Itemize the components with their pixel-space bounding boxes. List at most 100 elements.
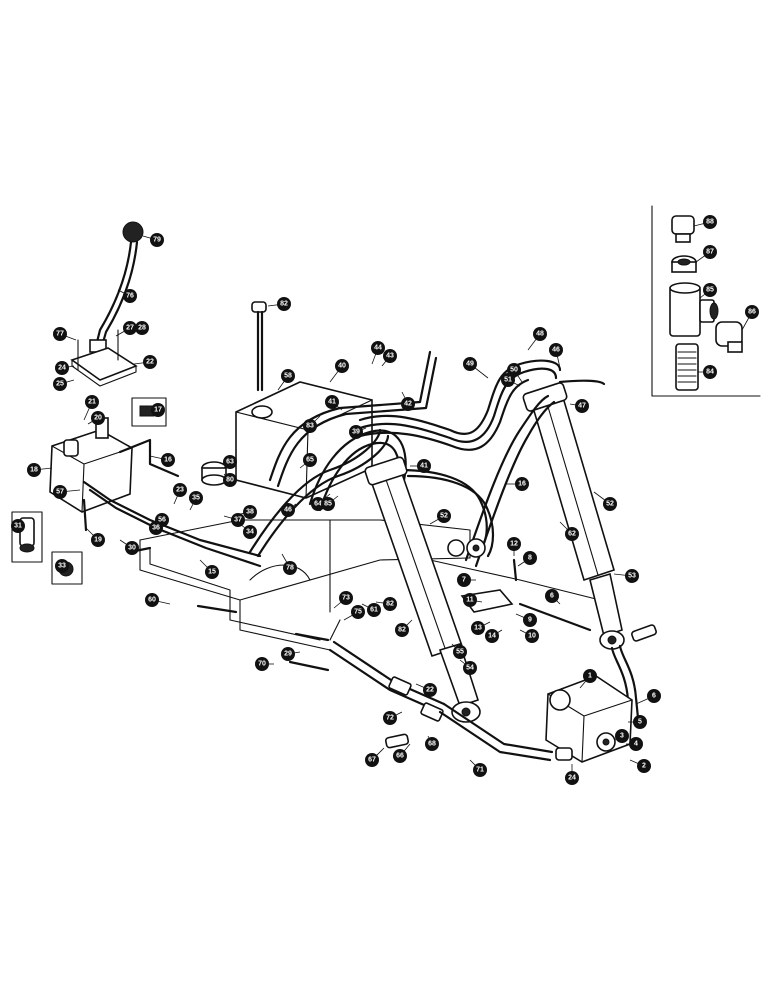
- part-number-label: 53: [628, 573, 636, 580]
- callout-marker: [383, 711, 397, 725]
- part-number-label: 44: [374, 345, 382, 352]
- callout-marker: [281, 369, 295, 383]
- part-number-label: 62: [568, 531, 576, 538]
- callout-marker: [603, 497, 617, 511]
- callout-marker: [53, 327, 67, 341]
- part-number-label: 42: [404, 401, 412, 408]
- callout-c84: 84: [703, 365, 717, 379]
- callout-marker: [277, 297, 291, 311]
- part-number-label: 1: [588, 673, 592, 680]
- part-number-label: 6: [550, 593, 554, 600]
- callout-marker: [383, 597, 397, 611]
- callout-marker: [351, 605, 365, 619]
- callout-c73: 73: [339, 591, 353, 605]
- callout-marker: [745, 305, 759, 319]
- callout-c52a: 52: [603, 497, 617, 511]
- callout-c8: 8: [523, 551, 537, 565]
- callout-c34: 34: [243, 525, 257, 539]
- callout-c9: 9: [523, 613, 537, 627]
- callout-marker: [151, 403, 165, 417]
- callout-c31: 31: [11, 519, 25, 533]
- part-number-label: 35: [192, 495, 200, 502]
- part-number-label: 18: [30, 467, 38, 474]
- part-number-label: 70: [258, 661, 266, 668]
- callout-marker: [11, 519, 25, 533]
- part-number-label: 41: [328, 399, 336, 406]
- callout-c30: 30: [125, 541, 139, 555]
- callout-marker: [335, 359, 349, 373]
- callout-marker: [143, 355, 157, 369]
- lift-cylinder-right: [522, 379, 625, 650]
- callout-c1: 1: [583, 669, 597, 683]
- part-number-label: 52: [440, 513, 448, 520]
- callout-c54: 54: [463, 661, 477, 675]
- callout-marker: [703, 365, 717, 379]
- callout-marker: [629, 737, 643, 751]
- callout-marker: [575, 399, 589, 413]
- callout-marker: [501, 373, 515, 387]
- callout-c12: 12: [507, 537, 521, 551]
- callout-c22a: 22: [143, 355, 157, 369]
- part-number-label: 43: [386, 353, 394, 360]
- callout-c51: 51: [501, 373, 515, 387]
- callout-marker: [423, 683, 437, 697]
- callout-marker: [515, 477, 529, 491]
- callout-c86: 86: [745, 305, 759, 319]
- callout-c40: 40: [335, 359, 349, 373]
- callout-c65: 65: [303, 453, 317, 467]
- callout-marker: [53, 377, 67, 391]
- callout-c43: 43: [383, 349, 397, 363]
- callout-marker: [173, 483, 187, 497]
- callout-marker: [311, 497, 325, 511]
- callout-c62: 62: [565, 527, 579, 541]
- part-number-label: 77: [56, 331, 64, 338]
- part-number-label: 66: [396, 753, 404, 760]
- part-number-label: 56: [158, 517, 166, 524]
- callout-c25: 25: [53, 377, 67, 391]
- callout-c37: 37: [231, 513, 245, 527]
- fitting-elbow: [715, 321, 743, 353]
- part-number-label: 86: [748, 309, 756, 316]
- fitting-bushing: [671, 255, 697, 273]
- callout-c60: 60: [145, 593, 159, 607]
- callout-marker: [339, 591, 353, 605]
- part-number-label: 30: [128, 545, 136, 552]
- part-number-label: 33: [58, 563, 66, 570]
- callout-marker: [523, 551, 537, 565]
- part-number-label: 78: [286, 565, 294, 572]
- part-number-label: 71: [476, 767, 484, 774]
- control-lever-assembly: [70, 221, 144, 387]
- part-number-label: 61: [370, 607, 378, 614]
- callout-marker: [395, 623, 409, 637]
- part-number-label: 23: [176, 487, 184, 494]
- part-number-label: 10: [528, 633, 536, 640]
- callout-c46b: 46: [549, 343, 563, 357]
- hydraulic-hoses: [248, 350, 562, 558]
- callout-marker: [615, 729, 629, 743]
- callout-c63: 63: [223, 455, 237, 469]
- callout-c5: 5: [633, 715, 647, 729]
- part-number-label: 24: [58, 365, 66, 372]
- callout-c33: 33: [55, 559, 69, 573]
- callout-c44: 44: [371, 341, 385, 355]
- callout-marker: [189, 491, 203, 505]
- hydraulic-reservoir: [235, 301, 373, 499]
- callout-c22b: 22: [423, 683, 437, 697]
- part-number-label: 48: [536, 331, 544, 338]
- callout-marker: [243, 525, 257, 539]
- part-number-label: 39: [352, 429, 360, 436]
- lower-tubes: [328, 602, 640, 762]
- part-number-label: 37: [234, 517, 242, 524]
- callout-marker: [53, 485, 67, 499]
- part-number-label: 85: [324, 501, 332, 508]
- callout-marker: [437, 509, 451, 523]
- callout-c61: 61: [367, 603, 381, 617]
- part-number-label: 82: [386, 601, 394, 608]
- fitting-cap: [671, 215, 695, 243]
- part-number-label: 41: [420, 463, 428, 470]
- part-number-label: 82: [398, 627, 406, 634]
- callout-c36: 36: [149, 521, 163, 535]
- callout-marker: [281, 503, 295, 517]
